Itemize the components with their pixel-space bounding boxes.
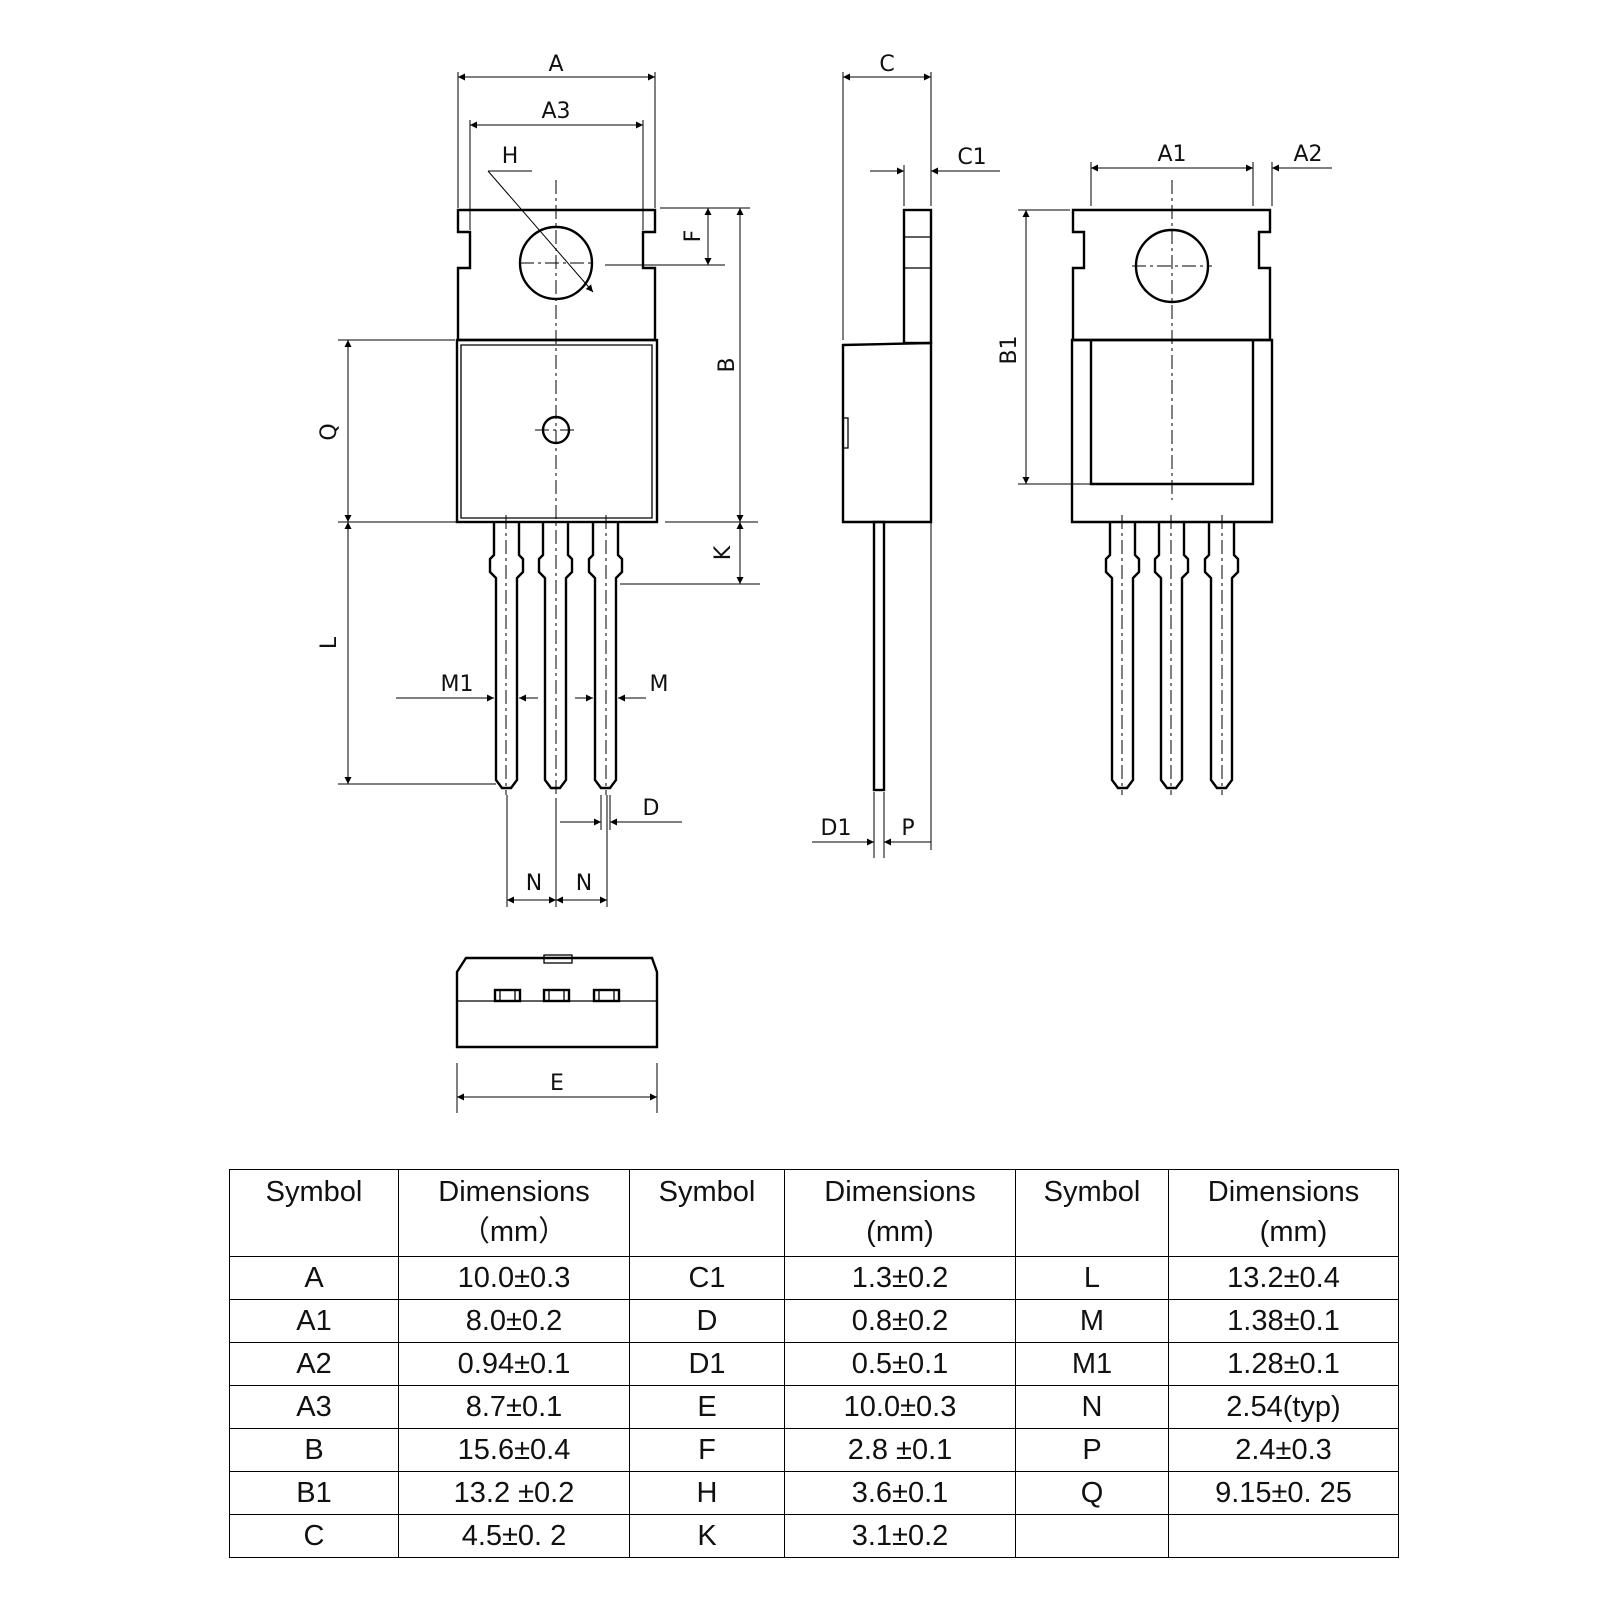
- front-leads: [488, 515, 624, 795]
- label-H: H: [502, 144, 519, 169]
- table-cell: K: [629, 1514, 785, 1558]
- table-header-row: Symbol Dimensions（mm） Symbol Dimensions(…: [229, 1169, 1399, 1257]
- label-A1: A1: [1157, 142, 1186, 167]
- end-lead-slots: [493, 988, 621, 1003]
- table-cell: 3.6±0.1: [784, 1471, 1016, 1515]
- table-cell: 10.0±0.3: [398, 1256, 630, 1300]
- dimensions-table: Symbol Dimensions（mm） Symbol Dimensions(…: [229, 1169, 1399, 1558]
- label-D1: D1: [821, 816, 852, 841]
- table-cell: 1.3±0.2: [784, 1256, 1016, 1300]
- back-view: A1 A2 B1: [997, 142, 1332, 795]
- table-cell: 8.7±0.1: [398, 1385, 630, 1429]
- table-cell: F: [629, 1428, 785, 1472]
- table-cell: A: [229, 1256, 399, 1300]
- table-cell: M: [1015, 1299, 1169, 1343]
- header-symbol-1: Symbol: [229, 1169, 399, 1257]
- table-cell: 9.15±0. 25: [1168, 1471, 1399, 1515]
- table-cell: N: [1015, 1385, 1169, 1429]
- table-cell: 8.0±0.2: [398, 1299, 630, 1343]
- label-C1: C1: [957, 145, 986, 170]
- table-cell: [1168, 1514, 1399, 1558]
- table-cell: 0.5±0.1: [784, 1342, 1016, 1386]
- label-B1: B1: [997, 335, 1022, 364]
- label-Q: Q: [317, 423, 342, 440]
- label-D: D: [643, 796, 660, 821]
- front-view: A A3 H F B K Q L M1: [317, 52, 760, 907]
- end-view: E: [455, 954, 659, 1113]
- table-cell: M1: [1015, 1342, 1169, 1386]
- table-cell: P: [1015, 1428, 1169, 1472]
- table-cell: 2.4±0.3: [1168, 1428, 1399, 1472]
- label-A: A: [548, 52, 563, 77]
- label-M: M: [650, 672, 669, 697]
- label-B: B: [715, 357, 740, 372]
- back-leads: [1104, 515, 1240, 795]
- table-cell: A1: [229, 1299, 399, 1343]
- table-cell: 2.54(typ): [1168, 1385, 1399, 1429]
- table-cell: C1: [629, 1256, 785, 1300]
- label-M1: M1: [441, 672, 474, 697]
- table-cell: D1: [629, 1342, 785, 1386]
- package-outline-drawing: A A3 H F B K Q L M1: [317, 52, 1332, 1113]
- label-L: L: [317, 636, 342, 649]
- table-cell: [1015, 1514, 1169, 1558]
- header-dimensions-3: Dimensions(mm): [1168, 1169, 1399, 1257]
- table-cell: 1.38±0.1: [1168, 1299, 1399, 1343]
- table-cell: A2: [229, 1342, 399, 1386]
- table-cell: 10.0±0.3: [784, 1385, 1016, 1429]
- table-cell: 0.94±0.1: [398, 1342, 630, 1386]
- table-cell: H: [629, 1471, 785, 1515]
- label-A3: A3: [541, 99, 570, 124]
- table-cell: 13.2±0.4: [1168, 1256, 1399, 1300]
- table-cell: E: [629, 1385, 785, 1429]
- table-cell: 1.28±0.1: [1168, 1342, 1399, 1386]
- table-cell: 13.2 ±0.2: [398, 1471, 630, 1515]
- header-symbol-3: Symbol: [1015, 1169, 1169, 1257]
- table-cell: B1: [229, 1471, 399, 1515]
- table-cell: 2.8 ±0.1: [784, 1428, 1016, 1472]
- header-dimensions-1: Dimensions（mm）: [398, 1169, 630, 1257]
- label-N-right: N: [576, 871, 592, 896]
- label-A2: A2: [1293, 142, 1322, 167]
- table-cell: 4.5±0. 2: [398, 1514, 630, 1558]
- table-cell: B: [229, 1428, 399, 1472]
- label-K: K: [711, 545, 736, 560]
- side-view: C C1 D1 P: [812, 52, 1000, 858]
- table-cell: 3.1±0.2: [784, 1514, 1016, 1558]
- table-cell: 0.8±0.2: [784, 1299, 1016, 1343]
- header-symbol-2: Symbol: [629, 1169, 785, 1257]
- table-cell: 15.6±0.4: [398, 1428, 630, 1472]
- label-P: P: [901, 816, 914, 841]
- table-cell: D: [629, 1299, 785, 1343]
- label-E: E: [550, 1071, 564, 1096]
- table-cell: A3: [229, 1385, 399, 1429]
- table-cell: C: [229, 1514, 399, 1558]
- label-F: F: [681, 230, 706, 243]
- label-C: C: [879, 52, 894, 77]
- table-cell: L: [1015, 1256, 1169, 1300]
- table-cell: Q: [1015, 1471, 1169, 1515]
- label-N-left: N: [526, 871, 542, 896]
- header-dimensions-2: Dimensions(mm): [784, 1169, 1016, 1257]
